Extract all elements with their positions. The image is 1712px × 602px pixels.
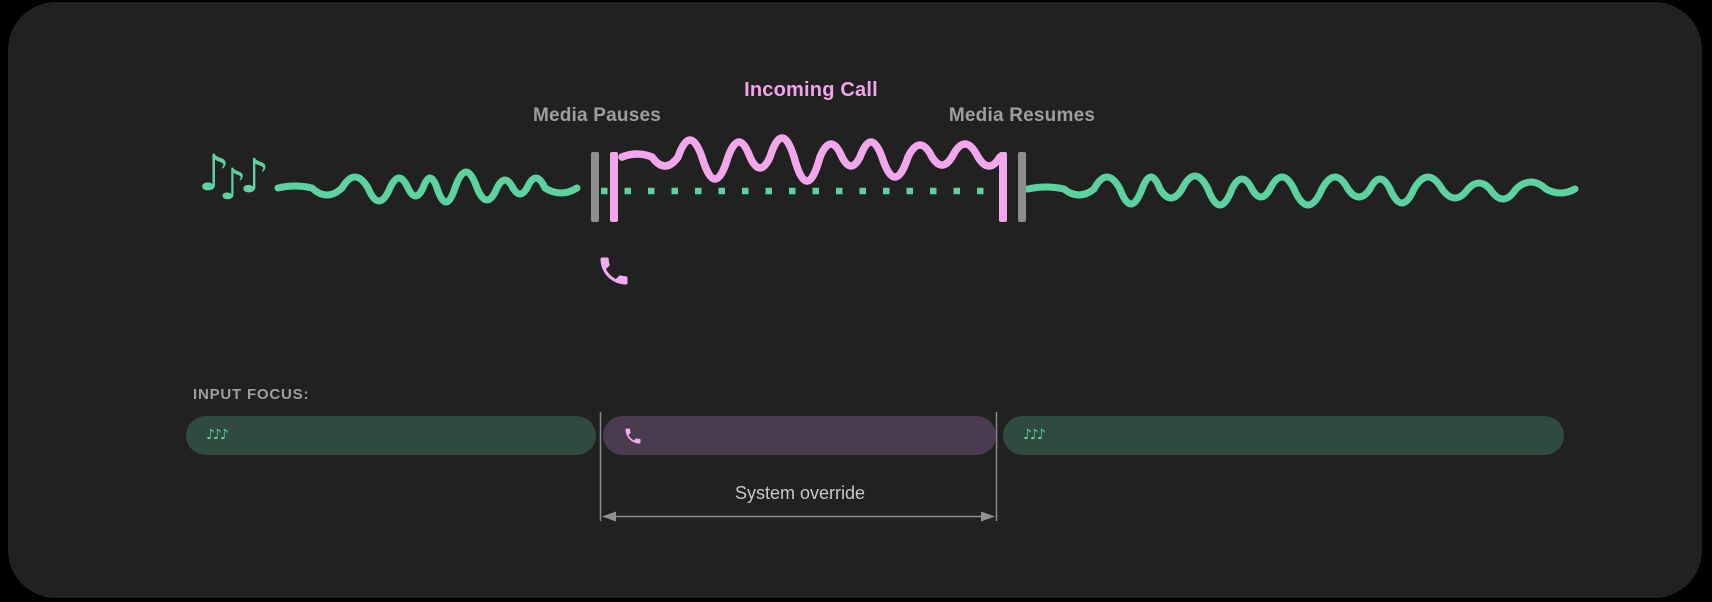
- focus-track-call: [603, 416, 996, 455]
- music-notes-icon: ♪♪♪: [198, 144, 270, 207]
- music-notes-icon: ♪♪♪: [206, 426, 229, 443]
- music-note-glyph: ♪: [239, 149, 270, 204]
- music-notes-icon: ♪♪♪: [1023, 426, 1046, 443]
- phone-icon: [600, 257, 628, 285]
- system-override-label: System override: [734, 483, 866, 503]
- music-note-glyph: ♪: [198, 144, 230, 202]
- media-resumes-label: Media Resumes: [948, 105, 1096, 126]
- diagram-card: [8, 2, 1702, 598]
- input-focus-heading: INPUT FOCUS:: [193, 386, 310, 403]
- music-note-glyph: ♪: [218, 160, 247, 210]
- focus-track-media-after: ♪♪♪: [1003, 416, 1564, 455]
- incoming-call-label: Incoming Call: [744, 79, 878, 101]
- focus-track-media-before: ♪♪♪: [186, 416, 596, 455]
- media-pauses-label: Media Pauses: [532, 105, 662, 126]
- phone-icon: [625, 428, 641, 443]
